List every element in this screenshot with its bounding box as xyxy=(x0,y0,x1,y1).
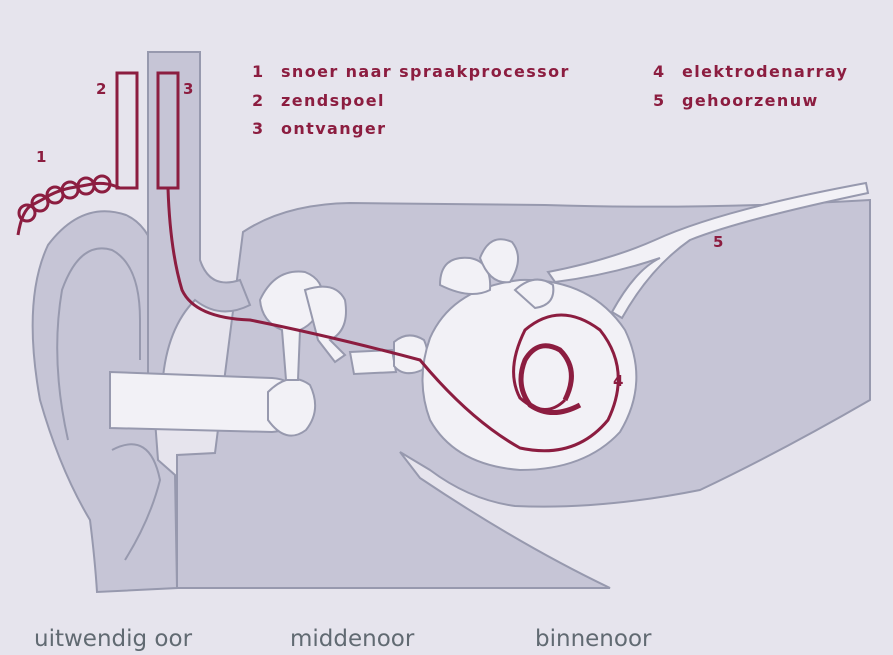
region-label-middle-ear: middenoor xyxy=(290,626,415,652)
legend-text-2: zendspoel xyxy=(281,91,385,110)
legend-text-4: elektrodenarray xyxy=(682,62,848,81)
legend-num-1: 1 xyxy=(252,62,265,81)
legend-num-2: 2 xyxy=(252,91,265,110)
cochlea xyxy=(423,280,637,470)
marker-1: 1 xyxy=(36,148,46,166)
marker-4: 4 xyxy=(613,372,623,390)
marker-2: 2 xyxy=(96,80,106,98)
marker-5: 5 xyxy=(713,233,723,251)
marker-3: 3 xyxy=(183,80,193,98)
legend-text-5: gehoorzenuw xyxy=(682,91,819,110)
legend: 1 snoer naar spraakprocessor 2 zendspoel… xyxy=(252,62,848,138)
eardrum xyxy=(268,379,315,436)
legend-num-3: 3 xyxy=(252,119,265,138)
region-label-outer-ear: uitwendig oor xyxy=(34,626,193,652)
region-label-inner-ear: binnenoor xyxy=(535,626,652,652)
stapes xyxy=(350,350,396,374)
legend-text-1: snoer naar spraakprocessor xyxy=(281,62,570,81)
legend-num-5: 5 xyxy=(653,91,666,110)
legend-text-3: ontvanger xyxy=(281,119,386,138)
legend-num-4: 4 xyxy=(653,62,666,81)
transmitter-coil xyxy=(117,73,137,188)
